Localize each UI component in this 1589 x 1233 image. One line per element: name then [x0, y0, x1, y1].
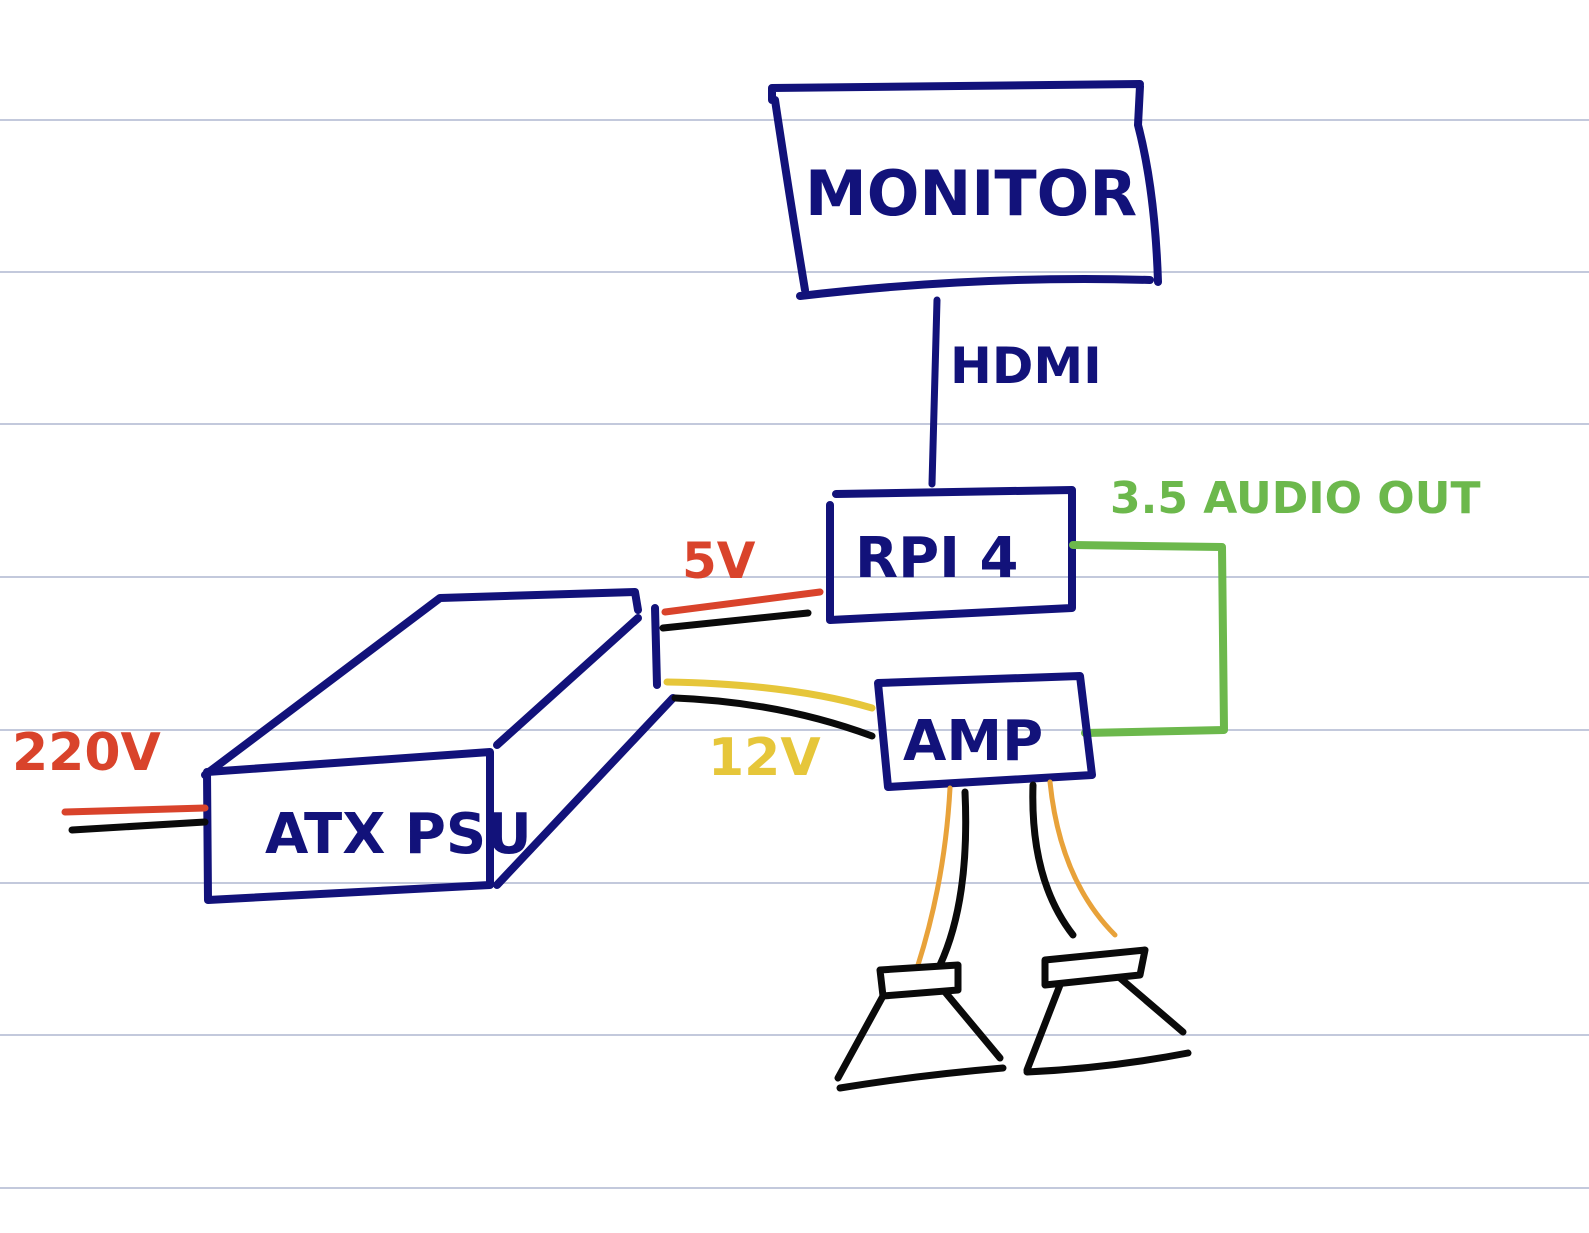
hdmi-label: HDMI	[950, 337, 1102, 395]
atx-psu-box	[201, 588, 677, 904]
notebook-lines	[0, 119, 1589, 1189]
five-v-black-wire	[659, 609, 812, 632]
twelve-v-label: 12V	[708, 728, 821, 788]
right-speaker-black-wire	[1029, 781, 1077, 939]
mains-red-wire	[61, 804, 209, 816]
left-speaker-icon	[834, 961, 1007, 1092]
five-v-label: 5V	[682, 532, 756, 590]
audio-out-label: 3.5 AUDIO OUT	[1110, 473, 1480, 524]
mains-black-wire	[68, 818, 209, 834]
monitor-label: MONITOR	[805, 157, 1137, 230]
left-speaker-black-wire	[936, 788, 970, 969]
hdmi-cable	[928, 296, 941, 488]
mains-label: 220V	[12, 723, 161, 783]
right-speaker-icon	[1023, 946, 1192, 1076]
left-speaker-orange-wire	[915, 785, 953, 968]
five-v-red-wire	[661, 588, 824, 616]
twelve-v-black-wire	[671, 694, 876, 740]
amp-label: AMP	[903, 709, 1043, 774]
monitor-box	[768, 80, 1162, 300]
audio-cable	[1069, 541, 1228, 737]
twelve-v-yellow-wire	[663, 678, 876, 712]
amp-box	[874, 672, 1096, 791]
right-speaker-orange-wire	[1047, 779, 1118, 938]
rpi-label: RPI 4	[855, 526, 1018, 591]
rpi-box	[826, 486, 1076, 624]
atx-psu-label: ATX PSU	[265, 802, 532, 867]
